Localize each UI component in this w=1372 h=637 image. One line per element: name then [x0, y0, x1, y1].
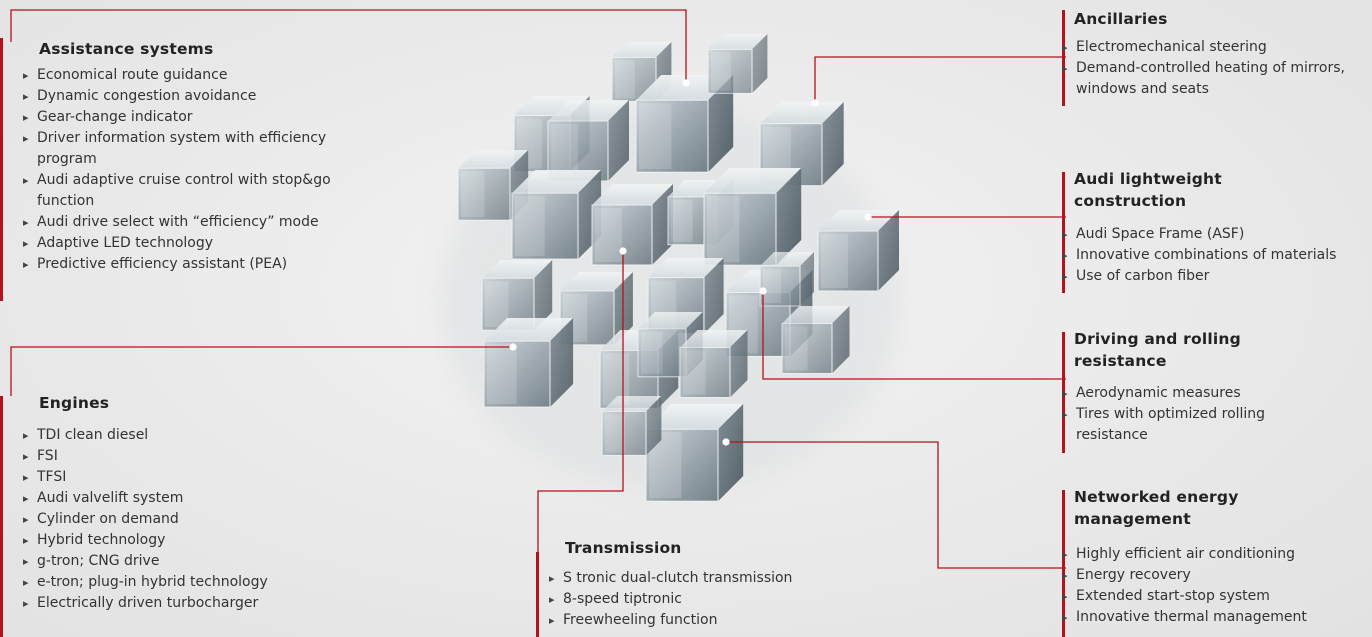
- glass-cube: [547, 100, 629, 182]
- list-item: Energy recovery: [1062, 565, 1367, 586]
- resistance-list: Aerodynamic measuresTires with optimized…: [1062, 383, 1332, 446]
- list-item: Demand-controlled heating of mirrors, wi…: [1062, 58, 1347, 100]
- connector-dot: [759, 287, 767, 295]
- energy-list: Highly efficient air conditioningEnergy …: [1062, 544, 1367, 628]
- engines-panel: Engines TDI clean dieselFSITFSIAudi valv…: [0, 392, 360, 637]
- transmission-panel: Transmission S tronic dual-clutch transm…: [536, 537, 856, 637]
- assistance-title: Assistance systems: [39, 40, 214, 58]
- list-item: Gear-change indicator: [23, 107, 343, 128]
- list-item: Cylinder on demand: [23, 509, 343, 530]
- connector-transmission: [537, 251, 624, 552]
- list-item: S tronic dual-clutch transmission: [549, 568, 849, 589]
- list-item: TFSI: [23, 467, 343, 488]
- resistance-panel: Driving and rolling resistance Aerodynam…: [1062, 328, 1367, 453]
- list-item: FSI: [23, 446, 343, 467]
- glass-cube: [759, 102, 844, 187]
- list-item: Tires with optimized rolling resistance: [1062, 404, 1332, 446]
- list-item: Use of carbon fiber: [1062, 266, 1372, 287]
- engines-title: Engines: [39, 394, 110, 412]
- list-item: Freewheeling function: [549, 610, 849, 631]
- glass-cube: [511, 170, 602, 260]
- energy-title: Networked energy management: [1074, 488, 1239, 528]
- lightweight-list: Audi Space Frame (ASF)Innovative combina…: [1062, 224, 1372, 287]
- ancillaries-title: Ancillaries: [1074, 10, 1168, 28]
- ancillaries-panel: Ancillaries Electromechanical steeringDe…: [1062, 8, 1367, 108]
- list-item: Driver information system with efficienc…: [23, 128, 343, 170]
- connector-dot: [509, 343, 517, 351]
- lightweight-panel: Audi lightweight construction Audi Space…: [1062, 168, 1372, 293]
- list-item: e-tron; plug-in hybrid technology: [23, 572, 343, 593]
- list-item: Innovative combinations of materials: [1062, 245, 1372, 266]
- engines-list: TDI clean dieselFSITFSIAudi valvelift sy…: [23, 425, 343, 614]
- list-item: Extended start-stop system: [1062, 586, 1367, 607]
- list-item: Audi Space Frame (ASF): [1062, 224, 1372, 245]
- list-item: Aerodynamic measures: [1062, 383, 1332, 404]
- glass-cube: [679, 330, 748, 398]
- list-item: Electromechanical steering: [1062, 37, 1347, 58]
- glass-cube: [601, 396, 662, 456]
- connector-dot: [682, 79, 690, 87]
- energy-panel: Networked energy management Highly effic…: [1062, 486, 1372, 637]
- list-item: Innovative thermal management: [1062, 607, 1367, 628]
- list-item: Audi valvelift system: [23, 488, 343, 509]
- assistance-panel: Assistance systems Economical route guid…: [0, 38, 360, 303]
- glass-cube: [781, 306, 850, 374]
- connector-dot: [722, 438, 730, 446]
- accent-bar: [536, 552, 539, 637]
- list-item: Predictive efficiency assistant (PEA): [23, 254, 343, 275]
- list-item: Audi adaptive cruise control with stop&g…: [23, 170, 343, 212]
- list-item: Highly efficient air conditioning: [1062, 544, 1367, 565]
- assistance-list: Economical route guidanceDynamic congest…: [23, 65, 343, 275]
- list-item: Audi drive select with “efficiency” mode: [23, 212, 343, 233]
- connector-dot: [811, 99, 819, 107]
- glass-cube: [703, 168, 802, 266]
- list-item: Hybrid technology: [23, 530, 343, 551]
- resistance-title: Driving and rolling resistance: [1074, 330, 1241, 370]
- connector-resistance: [762, 291, 1066, 380]
- connector-ancillaries: [814, 56, 1066, 103]
- list-item: TDI clean diesel: [23, 425, 343, 446]
- connector-energy: [726, 441, 1066, 569]
- list-item: Dynamic congestion avoidance: [23, 86, 343, 107]
- accent-bar: [0, 396, 3, 637]
- glass-cube: [591, 184, 673, 266]
- accent-bar: [0, 38, 3, 301]
- connector-engines: [10, 346, 513, 396]
- transmission-list: S tronic dual-clutch transmission8-speed…: [549, 568, 849, 631]
- connector-assistance: [10, 9, 687, 82]
- transmission-title: Transmission: [565, 539, 682, 557]
- connector-dot: [864, 213, 872, 221]
- glass-cube: [707, 34, 768, 94]
- list-item: Adaptive LED technology: [23, 233, 343, 254]
- lightweight-title: Audi lightweight construction: [1074, 170, 1222, 210]
- glass-cube: [483, 318, 574, 408]
- glass-cube: [817, 210, 899, 292]
- list-item: 8-speed tiptronic: [549, 589, 849, 610]
- list-item: Electrically driven turbocharger: [23, 593, 343, 614]
- list-item: g-tron; CNG drive: [23, 551, 343, 572]
- glass-cube: [645, 404, 744, 502]
- ancillaries-list: Electromechanical steeringDemand-control…: [1062, 37, 1347, 100]
- glass-cube: [759, 252, 814, 307]
- list-item: Economical route guidance: [23, 65, 343, 86]
- connector-dot: [619, 247, 627, 255]
